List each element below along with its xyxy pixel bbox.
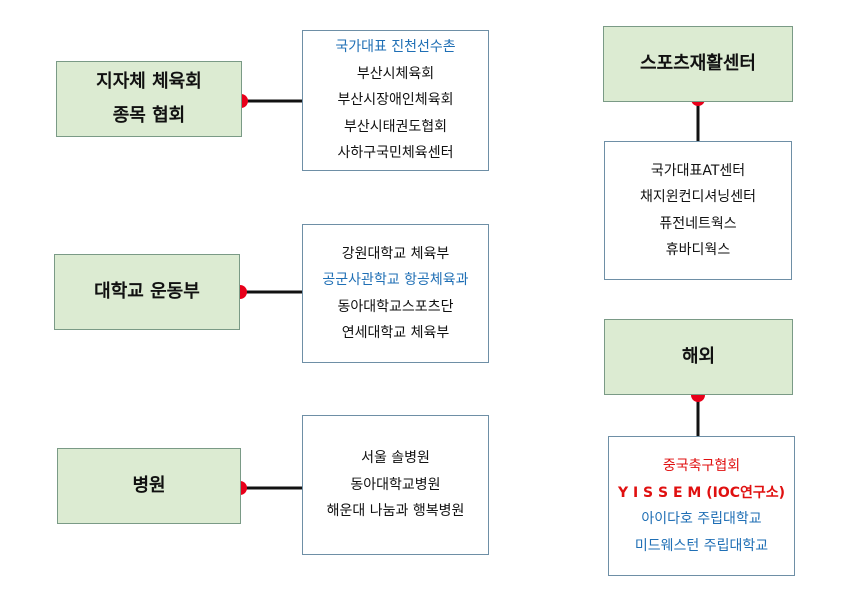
list-rehab-item: 퓨전네트웍스 (659, 215, 737, 232)
list-overseas: 중국축구협회 Y I S S E M (IOC연구소) 아이다호 주립대학교 미… (608, 436, 795, 576)
list-local: 국가대표 진천선수촌 부산시체육회 부산시장애인체육회 부산시태권도협회 사하구… (302, 30, 489, 171)
category-rehab-label: 스포츠재활센터 (640, 53, 756, 74)
list-rehab-item: 채지윈컨디셔닝센터 (640, 189, 756, 205)
category-local-line-2: 종목 협회 (112, 105, 186, 126)
list-overseas-item: 미드웨스턴 주립대학교 (634, 537, 769, 554)
list-local-item: 부산시장애인체육회 (337, 92, 454, 109)
list-hospital-item: 해운대 나눔과 행복병원 (326, 503, 465, 520)
list-local-item: 사하구국민체육센터 (337, 145, 454, 162)
list-local-item: 국가대표 진천선수촌 (335, 39, 456, 56)
category-overseas: 해외 (604, 319, 793, 395)
category-local-line-1: 지자체 체육회 (96, 71, 202, 92)
category-university: 대학교 운동부 (54, 254, 240, 330)
category-hospital: 병원 (57, 448, 241, 524)
list-rehab-item: 국가대표AT센터 (650, 162, 746, 179)
category-overseas-label: 해외 (681, 346, 716, 367)
list-rehab-item: 휴바디웍스 (665, 242, 731, 258)
list-hospital: 서울 솔병원 동아대학교병원 해운대 나눔과 행복병원 (302, 415, 489, 555)
list-overseas-item: 중국축구협회 (662, 458, 741, 474)
list-hospital-item: 동아대학교병원 (350, 476, 441, 493)
list-university-item: 연세대학교 체육부 (341, 325, 450, 341)
category-university-label: 대학교 운동부 (94, 281, 200, 302)
list-university: 강원대학교 체육부 공군사관학교 항공체육과 동아대학교스포츠단 연세대학교 체… (302, 224, 489, 363)
category-hospital-label: 병원 (132, 475, 166, 496)
list-university-item: 강원대학교 체육부 (341, 245, 450, 262)
category-rehab-center: 스포츠재활센터 (603, 26, 793, 102)
list-overseas-item: Y I S S E M (IOC연구소) (617, 484, 786, 501)
list-hospital-item: 서울 솔병원 (361, 450, 430, 467)
list-university-item: 공군사관학교 항공체육과 (322, 272, 469, 288)
list-local-item: 부산시태권도협회 (343, 118, 448, 135)
list-local-item: 부산시체육회 (356, 65, 435, 82)
list-university-item: 동아대학교스포츠단 (337, 298, 454, 315)
list-rehab: 국가대표AT센터 채지윈컨디셔닝센터 퓨전네트웍스 휴바디웍스 (604, 141, 792, 280)
list-overseas-item: 아이다호 주립대학교 (641, 511, 762, 527)
category-local-sports: 지자체 체육회 종목 협회 (56, 61, 242, 137)
